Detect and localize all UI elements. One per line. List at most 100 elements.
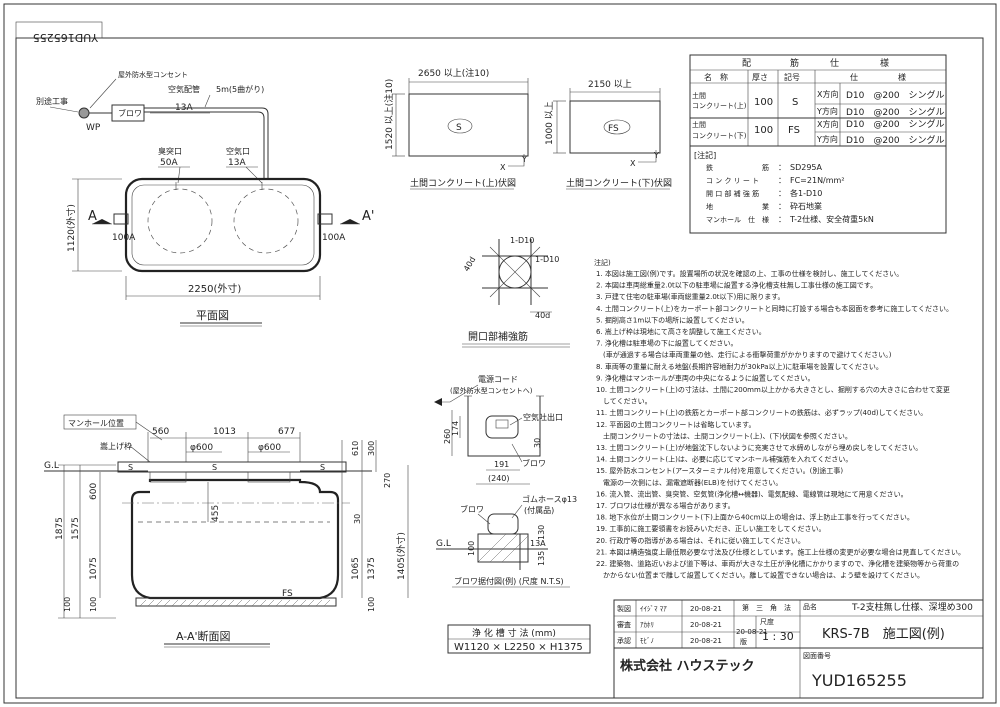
svg-text:鉄 筋: 鉄 筋 bbox=[706, 163, 769, 172]
note-line: してください。 bbox=[596, 398, 652, 406]
svg-text:Y方向: Y方向 bbox=[816, 134, 838, 144]
svg-text:100: 100 bbox=[467, 541, 476, 556]
note-line: 18. 地下水位が土間コンクリート(下)上面から40cm以上の場合は、浮上防止工… bbox=[596, 513, 914, 522]
svg-text:174: 174 bbox=[451, 421, 460, 436]
svg-text:尺度: 尺度 bbox=[760, 617, 774, 626]
odor-port-label: 臭突口 bbox=[158, 146, 182, 156]
corner-number-box bbox=[15, 21, 103, 39]
tank-dims-box: 浄 化 槽 寸 法 (mm) W1120 × L2250 × H1375 bbox=[447, 624, 591, 654]
note-line: 5. 掘削高さ1m以下の場所に設置してください。 bbox=[596, 315, 749, 324]
manhole-plan-1 bbox=[147, 188, 213, 254]
svg-text:20-08-21: 20-08-21 bbox=[690, 605, 722, 613]
blower-label: ブロワ bbox=[118, 108, 142, 118]
upper-slab bbox=[117, 461, 347, 473]
company-name: 株式会社 ハウステック bbox=[620, 658, 755, 674]
svg-text:コ ン ク リ ー ト: コ ン ク リ ー ト bbox=[706, 177, 759, 185]
section-view: マンホール位置 嵩上げ枠 560 1013 677 φ600 φ600 G.L … bbox=[44, 414, 409, 648]
svg-text:1065: 1065 bbox=[351, 557, 361, 580]
note-line: 21. 本図は構造強度上最低限必要な寸法及び仕様としています。施工上仕様の変更が… bbox=[596, 547, 965, 556]
plan-width-dim: 1120(外寸) bbox=[65, 204, 77, 252]
blower-unit-top bbox=[485, 415, 519, 439]
slab-lower-view: 2150 以上 FS 1000 以上 X Y 土間コンクリート(下)伏図 bbox=[544, 79, 672, 190]
corner-drawing-number: YUD165255 bbox=[33, 31, 99, 44]
svg-text:第 三 角 法: 第 三 角 法 bbox=[742, 603, 791, 612]
svg-text:T-2支柱無し仕様、深埋め300: T-2支柱無し仕様、深埋め300 bbox=[851, 601, 973, 613]
svg-text:130: 130 bbox=[537, 525, 546, 540]
section-mark-a: A bbox=[88, 209, 97, 224]
opening-rebar: 1-D10 1-D10 40d 40d 開口部補強筋 bbox=[462, 236, 570, 348]
note-line: 20. 行政庁等の指導がある場合は、それに従い施工してください。 bbox=[596, 536, 805, 545]
note-line: 2. 本図は車両総重量2.0t以下の駐車場に設置する浄化槽支柱無し工事仕様の施工… bbox=[596, 281, 877, 290]
svg-text:FS: FS bbox=[608, 124, 619, 134]
svg-text:審査: 審査 bbox=[617, 620, 631, 629]
svg-text:開 口 部 補 強 筋: 開 口 部 補 強 筋 bbox=[706, 189, 759, 198]
svg-text:100: 100 bbox=[63, 597, 72, 612]
slab-upper-title: 土間コンクリート(上)伏図 bbox=[410, 177, 516, 189]
section-title: A-A'断面図 bbox=[176, 629, 231, 643]
svg-text:ブロワ: ブロワ bbox=[522, 458, 546, 468]
blower-unit-install bbox=[487, 513, 519, 535]
svg-text:電源コード: 電源コード bbox=[478, 375, 518, 384]
pipe-13a-label: 13A bbox=[175, 103, 193, 113]
svg-text:D10 @200 シングル: D10 @200 シングル bbox=[846, 89, 945, 101]
slab-lower-length: 2150 以上 bbox=[588, 79, 632, 90]
note-line: 3. 戸建て住宅の駐車場(車両総重量2.0t以下)用に限ります。 bbox=[596, 292, 785, 301]
note-line: 電源の一次側には、漏電遮断器(ELB)を付けてください。 bbox=[596, 478, 782, 487]
svg-text:φ600: φ600 bbox=[258, 443, 281, 453]
svg-text:W1120 × L2250 × H1375: W1120 × L2250 × H1375 bbox=[454, 642, 583, 653]
svg-text:マンホール 仕 様: マンホール 仕 様 bbox=[706, 215, 769, 224]
note-line: かからない位置まで離して設置してください。離して設置できない場合は、よう壁を設け… bbox=[596, 571, 924, 580]
svg-text:D10 @200 シングル: D10 @200 シングル bbox=[846, 106, 945, 118]
svg-text:厚さ: 厚さ bbox=[752, 73, 768, 82]
svg-text:X: X bbox=[630, 159, 636, 168]
drawing-number: YUD165255 bbox=[811, 671, 907, 690]
svg-text:名 称: 名 称 bbox=[704, 72, 728, 82]
svg-text:： 砕石地業: ： 砕石地業 bbox=[778, 201, 822, 211]
wp-label: WP bbox=[86, 123, 101, 133]
opening-title: 開口部補強筋 bbox=[468, 330, 528, 343]
slab-lower-width: 1000 以上 bbox=[544, 101, 555, 145]
separate-work-label: 別途工事 bbox=[36, 96, 68, 106]
notes-block: 注記) 1. 本図は施工図(例)です。設置場所の状況を確認の上、工事の仕様を検討… bbox=[594, 258, 965, 580]
note-line: 11. 土間コンクリート(上)の鉄筋とカーポート部コンクリートの鉄筋は、必ずラッ… bbox=[596, 408, 927, 417]
svg-text:配: 配 bbox=[742, 58, 751, 69]
svg-text:Y方向: Y方向 bbox=[816, 106, 838, 116]
svg-text:300: 300 bbox=[367, 441, 376, 456]
plan-title: 平面図 bbox=[196, 309, 229, 322]
blower-gl: G.L bbox=[436, 539, 451, 549]
svg-text:20-08-21: 20-08-21 bbox=[690, 621, 722, 629]
note-line: 12. 平面図の土間コンクリートは省略しています。 bbox=[596, 420, 755, 429]
note-line: 15. 屋外防水コンセント(アースターミナル付)を用意してください。(別途工事) bbox=[596, 466, 843, 475]
slab-lower-mark bbox=[603, 119, 631, 135]
svg-text:S: S bbox=[212, 463, 217, 472]
svg-text:(付属品): (付属品) bbox=[524, 505, 554, 515]
slab-upper-rect bbox=[408, 93, 529, 157]
svg-text:100: 100 bbox=[754, 97, 773, 108]
inlet-pipe bbox=[113, 213, 129, 225]
note-line: 19. 工事前に施工要領書をお読みいただき、正しい施工をしてください。 bbox=[596, 524, 825, 533]
slab-upper-view: 2650 以上(注10) S 1520 以上(注10) X Y 土間コンクリート… bbox=[383, 67, 529, 190]
odor-port-size: 50A bbox=[160, 158, 178, 168]
tank-plan-outline bbox=[124, 177, 322, 273]
blower-detail: 電源コード (屋外防水型コンセントへ) 空気吐出口 ブロワ 260 174 30… bbox=[434, 375, 577, 588]
lower-slab bbox=[135, 597, 337, 607]
note-line: 1. 本図は施工図(例)です。設置場所の状況を確認の上、工事の仕様を検討し、施工… bbox=[596, 269, 903, 278]
svg-text:S: S bbox=[792, 97, 798, 108]
svg-text:1575: 1575 bbox=[71, 517, 81, 540]
notes-title: 注記) bbox=[594, 258, 611, 267]
manhole-position-label: マンホール位置 bbox=[68, 418, 124, 428]
svg-text:100: 100 bbox=[367, 597, 376, 612]
inlet-size: 100A bbox=[112, 233, 136, 243]
air-pipe-length: 5m(5曲がり) bbox=[216, 84, 264, 94]
riser-label: 嵩上げ枠 bbox=[100, 441, 132, 451]
svg-text:1 : 30: 1 : 30 bbox=[762, 630, 794, 643]
svg-text:版: 版 bbox=[740, 637, 747, 646]
plan-view: 別途工事 WP 屋外防水型コンセント ブロワ 空気配管 5m(5曲がり) 13A… bbox=[36, 70, 374, 327]
svg-text:600: 600 bbox=[89, 483, 99, 500]
plan-length-dim: 2250(外寸) bbox=[188, 282, 241, 295]
svg-text:100: 100 bbox=[89, 597, 98, 612]
svg-text:1375: 1375 bbox=[367, 557, 377, 580]
svg-text:空気吐出口: 空気吐出口 bbox=[523, 412, 563, 422]
svg-text:30: 30 bbox=[533, 438, 542, 448]
svg-text:270: 270 bbox=[383, 473, 392, 488]
